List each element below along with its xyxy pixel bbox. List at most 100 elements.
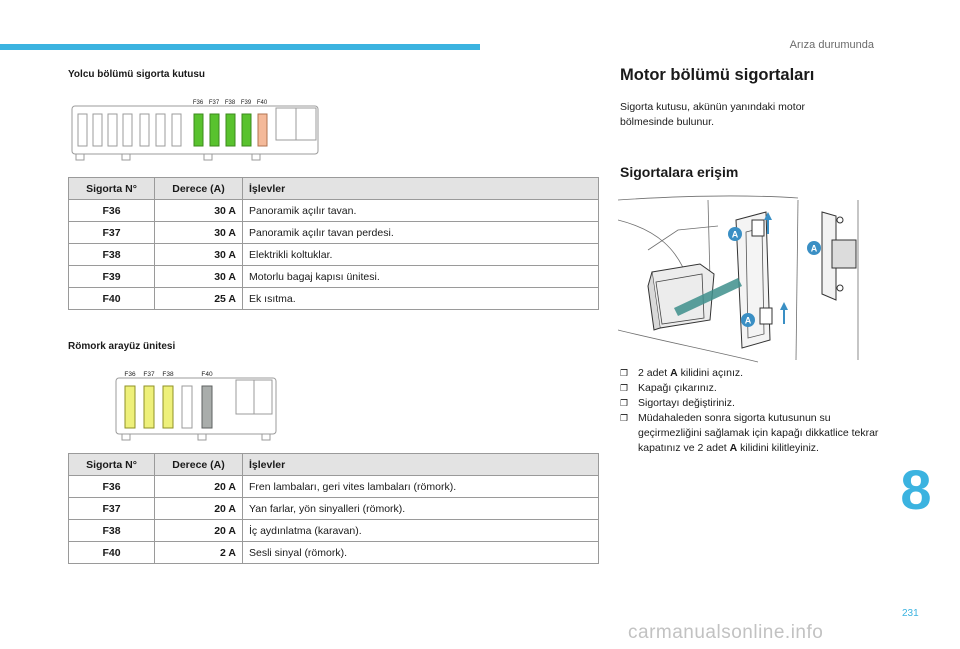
passenger-fuse-table: Sigorta N° Derece (A) İşlevler F36 30 A …: [68, 177, 599, 310]
header-rating: Derece (A): [154, 453, 243, 476]
fusebox-feet: [121, 434, 271, 441]
list-item: ❐2 adet A kilidini açınız.: [620, 366, 890, 381]
fuse-f36: [124, 385, 136, 429]
cell-fuse-number: F36: [68, 475, 155, 498]
step-text: Sigortayı değiştiriniz.: [638, 397, 735, 409]
trailer-unit-title: Römork arayüz ünitesi: [68, 341, 176, 352]
page-number: 231: [902, 608, 919, 619]
relay-block: [235, 379, 273, 415]
cell-fuse-number: F38: [68, 243, 155, 266]
cell-function: Yan farlar, yön sinyalleri (römork).: [242, 497, 599, 520]
callout-a-1: A: [728, 227, 742, 241]
cell-fuse-number: F40: [68, 541, 155, 564]
empty-fuse-slot: [181, 385, 193, 429]
header-functions: İşlevler: [242, 177, 599, 200]
table-row: F40 2 A Sesli sinyal (römork).: [68, 541, 599, 564]
fusebox-feet: [75, 154, 261, 161]
watermark-link[interactable]: carmanualsonline.info: [628, 622, 824, 643]
fuse-f40: [201, 385, 213, 429]
callout-a-3: A: [741, 313, 755, 327]
table-header-row: Sigorta N° Derece (A) İşlevler: [68, 453, 599, 476]
fuse-f37: [143, 385, 155, 429]
cell-function: İç aydınlatma (karavan).: [242, 519, 599, 542]
checkbox-bullet-icon: ❐: [620, 398, 629, 408]
checkbox-bullet-icon: ❐: [620, 383, 629, 393]
header-fuse-number: Sigorta N°: [68, 177, 155, 200]
engine-fuses-description: Sigorta kutusu, akünün yanındaki motor b…: [620, 101, 806, 128]
empty-fuse-slots: [77, 113, 182, 147]
table-row: F38 30 A Elektrikli koltuklar.: [68, 243, 599, 266]
step-text: kilidini kilitleyiniz.: [737, 442, 819, 454]
table-row: F40 25 A Ek ısıtma.: [68, 287, 599, 310]
table-row: F37 30 A Panoramik açılır tavan perdesi.: [68, 221, 599, 244]
label-f38: F38: [162, 371, 174, 378]
cell-rating: 25 A: [154, 287, 243, 310]
step-bold-text: A: [729, 442, 738, 454]
cell-fuse-number: F37: [68, 221, 155, 244]
chapter-header-title: Arıza durumunda: [789, 39, 874, 51]
cell-rating: 20 A: [154, 475, 243, 498]
header-fuse-number: Sigorta N°: [68, 453, 155, 476]
cell-rating: 30 A: [154, 221, 243, 244]
cell-function: Motorlu bagaj kapısı ünitesi.: [242, 265, 599, 288]
relay-block: [275, 107, 317, 141]
trailer-fusebox-diagram: F36 F37 F38 F40: [115, 371, 277, 441]
cell-rating: 20 A: [154, 497, 243, 520]
engine-fusebox-illustration: A A A: [618, 190, 880, 366]
label-f36: F36: [193, 100, 204, 106]
cell-fuse-number: F36: [68, 199, 155, 222]
callout-a-2: A: [807, 241, 821, 255]
checkbox-bullet-icon: ❐: [620, 413, 629, 423]
chapter-number: 8: [900, 458, 932, 521]
svg-text:A: A: [732, 230, 739, 240]
fuse-f39: [241, 113, 252, 147]
label-f40: F40: [201, 371, 213, 378]
svg-text:A: A: [745, 316, 752, 326]
cell-fuse-number: F37: [68, 497, 155, 520]
svg-text:A: A: [811, 244, 818, 254]
step-text: Müdahaleden sonra sigorta kutusunun su g…: [638, 412, 879, 454]
passenger-fusebox-title: Yolcu bölümü sigorta kutusu: [68, 69, 206, 80]
fuse-f36: [193, 113, 204, 147]
step-text: kilidini açınız.: [677, 367, 744, 379]
cell-function: Elektrikli koltuklar.: [242, 243, 599, 266]
cell-rating: 30 A: [154, 243, 243, 266]
step-bold-text: A: [670, 367, 678, 379]
engine-fuses-title: Motor bölümü sigortaları: [620, 66, 815, 84]
checkbox-bullet-icon: ❐: [620, 368, 629, 378]
cell-rating: 30 A: [154, 265, 243, 288]
instruction-steps: ❐2 adet A kilidini açınız. ❐Kapağı çıkar…: [620, 366, 890, 456]
cell-fuse-number: F39: [68, 265, 155, 288]
latch-detail: [821, 200, 859, 360]
header-functions: İşlevler: [242, 453, 599, 476]
trailer-fuse-table: Sigorta N° Derece (A) İşlevler F36 20 A …: [68, 453, 599, 564]
fuse-f38: [225, 113, 236, 147]
label-f37: F37: [143, 371, 155, 378]
table-row: F38 20 A İç aydınlatma (karavan).: [68, 519, 599, 542]
list-item: ❐ Sigortayı değiştiriniz.: [620, 396, 890, 411]
header-accent-bar: [0, 44, 480, 50]
table-row: F37 20 A Yan farlar, yön sinyalleri (röm…: [68, 497, 599, 520]
label-f39: F39: [241, 100, 252, 106]
pointer-arrow: [674, 278, 742, 316]
label-f36: F36: [124, 371, 136, 378]
cell-function: Ek ısıtma.: [242, 287, 599, 310]
header-rating: Derece (A): [154, 177, 243, 200]
cell-rating: 2 A: [154, 541, 243, 564]
cell-function: Fren lambaları, geri vites lambaları (rö…: [242, 475, 599, 498]
label-f37: F37: [209, 100, 220, 106]
cell-function: Panoramik açılır tavan.: [242, 199, 599, 222]
cell-rating: 20 A: [154, 519, 243, 542]
cell-fuse-number: F40: [68, 287, 155, 310]
cell-fuse-number: F38: [68, 519, 155, 542]
up-arrow-icons: [764, 212, 788, 324]
table-row: F36 30 A Panoramik açılır tavan.: [68, 199, 599, 222]
fuse-f37: [209, 113, 220, 147]
cell-function: Sesli sinyal (römork).: [242, 541, 599, 564]
cell-function: Panoramik açılır tavan perdesi.: [242, 221, 599, 244]
list-item: ❐Kapağı çıkarınız.: [620, 381, 890, 396]
table-header-row: Sigorta N° Derece (A) İşlevler: [68, 177, 599, 200]
cell-rating: 30 A: [154, 199, 243, 222]
list-item: ❐ Müdahaleden sonra sigorta kutusunun su …: [620, 411, 890, 456]
fuse-f38: [162, 385, 174, 429]
